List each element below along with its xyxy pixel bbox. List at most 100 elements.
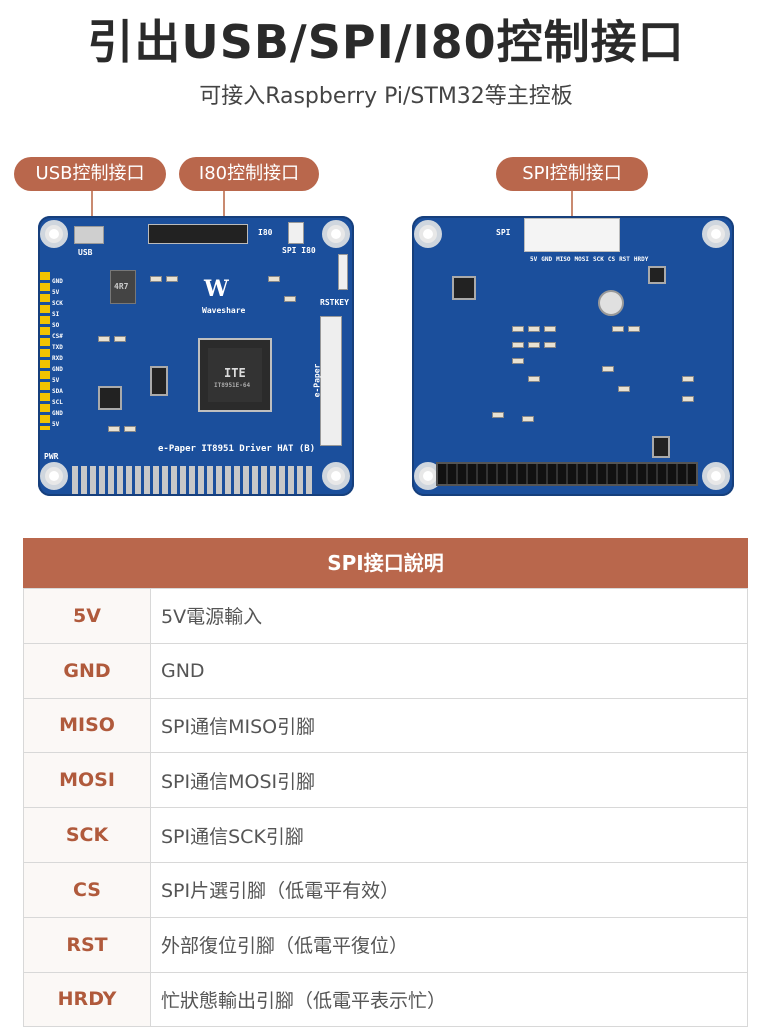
table-row: MISO SPI通信MISO引腳 (23, 697, 748, 754)
pin-label: SI (52, 311, 60, 318)
pin-label: HRDY (633, 256, 649, 263)
smd-part (512, 326, 524, 332)
pin-label: SCL (52, 399, 63, 406)
smd-part (628, 326, 640, 332)
table-row: SCK SPI通信SCK引腳 (23, 807, 748, 863)
pwr-label: PWR (44, 452, 59, 461)
i80-ffc-connector (148, 224, 248, 244)
smd-part (268, 276, 280, 282)
pin-name: CS (23, 861, 151, 918)
smd-part (108, 426, 120, 432)
board-back-photo: SPI 5V GND MISO MOSI SCK CS RST HRDY (412, 216, 734, 496)
gpio-pads (72, 466, 312, 480)
smd-part (602, 366, 614, 372)
smd-part (618, 386, 630, 392)
spi-interface-table: SPI接口說明 5V 5V電源輸入 GND GND MISO SPI通信MISO… (23, 538, 748, 1028)
page-subtitle: 可接入Raspberry Pi/STM32等主控板 (199, 84, 573, 109)
pin-label: GND (52, 366, 63, 373)
pin-label: 5V (52, 421, 60, 428)
i80-leader-line (223, 191, 225, 221)
pin-name: MOSI (23, 752, 151, 809)
pin-label: GND (52, 410, 63, 417)
mode-switch (288, 222, 304, 244)
pin-name: SCK (23, 807, 151, 863)
inductor (110, 270, 136, 304)
mount-hole (322, 220, 350, 248)
pin-name: GND (23, 642, 151, 699)
spi-pin-labels: 5V GND MISO MOSI SCK CS RST HRDY (530, 256, 648, 263)
smd-part (544, 342, 556, 348)
ic-small (150, 366, 168, 396)
pin-label: RST (619, 256, 630, 263)
i80-label: I80 (258, 228, 273, 237)
usb-port (74, 226, 104, 244)
smd-part (150, 276, 162, 282)
board-front-photo: USB I80 SPI I80 RSTKEY 4R7 W Waveshare I… (38, 216, 354, 496)
pin-header-yellow (40, 272, 50, 430)
epaper-ffc-connector (320, 316, 342, 446)
pin-label: MOSI (574, 256, 589, 263)
smd-part (682, 376, 694, 382)
table-title: SPI接口說明 (23, 538, 748, 588)
ic-small (648, 266, 666, 284)
mount-hole (40, 220, 68, 248)
spi-callout: SPI控制接口 (496, 157, 648, 191)
pin-label: GND (52, 278, 63, 285)
epaper-label: e-Paper (312, 363, 322, 398)
model-label: e-Paper IT8951 Driver HAT (B) (158, 444, 316, 454)
pin-name: HRDY (23, 971, 151, 1028)
mount-hole (322, 462, 350, 490)
pin-label: MISO (556, 256, 571, 263)
pin-label: 5V (52, 289, 60, 296)
mount-hole (414, 220, 442, 248)
mount-hole (702, 462, 730, 490)
table-row: CS SPI片選引腳（低電平有效） (23, 861, 748, 918)
chip-text: ITE (224, 366, 246, 380)
mount-hole (702, 220, 730, 248)
gpio-pads (72, 480, 312, 494)
table-row: 5V 5V電源輸入 (23, 588, 748, 644)
spi-leader-line (571, 191, 573, 221)
pin-label: 5V (530, 256, 538, 263)
usb-label: USB (78, 248, 93, 257)
spi-connector (524, 218, 620, 252)
pin-label: GND (541, 256, 553, 263)
main-chip (198, 338, 272, 412)
smd-part (612, 326, 624, 332)
ic-small (452, 276, 476, 300)
pin-label: SO (52, 322, 60, 329)
table-row: MOSI SPI通信MOSI引腳 (23, 752, 748, 809)
pin-label: SCK (52, 300, 63, 307)
smd-part (114, 336, 126, 342)
smd-part (528, 326, 540, 332)
ic-small (652, 436, 670, 458)
pin-description: 外部復位引腳（低電平復位） (150, 916, 748, 973)
smd-part (124, 426, 136, 432)
smd-part (522, 416, 534, 422)
gpio-header (436, 462, 698, 486)
smd-part (512, 358, 524, 364)
spi-pin-table: 5V 5V電源輸入 GND GND MISO SPI通信MISO引腳 MOSI … (23, 588, 748, 1028)
smd-part (528, 342, 540, 348)
smd-part (512, 342, 524, 348)
table-row: RST 外部復位引腳（低電平復位） (23, 916, 748, 973)
pin-description: GND (150, 642, 748, 699)
pin-name: MISO (23, 697, 151, 754)
i80-callout: I80控制接口 (179, 157, 319, 191)
pin-label: SCK (592, 256, 604, 263)
pin-description: SPI通信MOSI引腳 (150, 752, 748, 809)
waveshare-logo-icon: W (204, 276, 229, 302)
eco-logo-icon (598, 290, 624, 316)
pin-description: SPI通信MISO引腳 (150, 697, 748, 754)
pin-description: SPI片選引腳（低電平有效） (150, 861, 748, 918)
pin-description: 忙狀態輸出引腳（低電平表示忙） (150, 971, 748, 1028)
pin-description: 5V電源輸入 (150, 588, 748, 644)
rstkey-label: RSTKEY (320, 298, 349, 307)
spi-i80-label: SPI I80 (282, 246, 316, 255)
pin-label: SDA (52, 388, 63, 395)
page-title: 引出USB/SPI/I80控制接口 (87, 15, 685, 69)
inductor-label: 4R7 (114, 282, 129, 291)
mount-hole (40, 462, 68, 490)
pin-label: CS# (52, 333, 63, 340)
pin-header-labels: GND 5V SCK SI SO CS# TXD RXD GND 5V SDA … (52, 276, 72, 430)
